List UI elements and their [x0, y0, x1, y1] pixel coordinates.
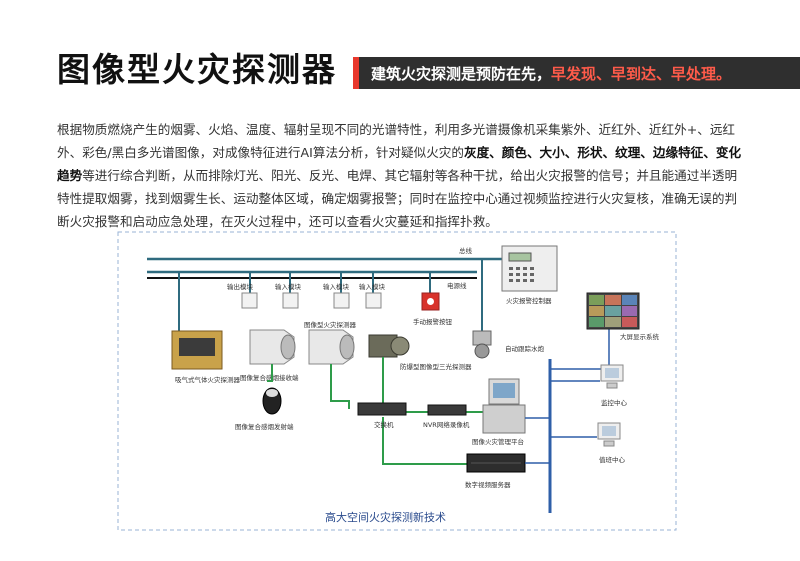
- image-fire-detector: 图像型火灾探测器: [304, 320, 357, 365]
- network-switch: 交换机: [357, 402, 407, 429]
- slogan-text: 建筑火灾探测是预防在先，早发现、早到达、早处理。: [371, 63, 731, 84]
- nvr-recorder: NVR网络录像机: [423, 404, 470, 429]
- big-screen-display: 大屏显示系统: [586, 292, 660, 341]
- net-detector: [330, 364, 350, 409]
- description-text-2: 等进行综合判断，从而排除灯光、阳光、反光、电焊、其它辐射等各种干扰，给出火灾报警…: [57, 168, 738, 229]
- monitor-center-label: 监控中心: [601, 398, 628, 407]
- bus-label: 总线: [459, 246, 473, 255]
- explosion-proof-detector: 防爆型图像型三光探测器: [368, 334, 472, 371]
- slogan-highlight: 早发现、早到达、早处理。: [551, 65, 732, 83]
- backbone-screen: [550, 329, 610, 370]
- image-smoke-transmitter: 图像复合感烟发射端: [235, 387, 294, 431]
- duty-center-label: 值班中心: [599, 455, 626, 464]
- aspirating-detector: 吸气式气体火灾探测器: [171, 330, 241, 384]
- description-paragraph: 根据物质燃烧产生的烟雾、火焰、温度、辐射呈现不同的光谱特性，利用多光谱摄像机采集…: [57, 118, 747, 233]
- input-module-2: 输入模块: [323, 282, 350, 309]
- input-module-3-label: 输入模块: [359, 282, 386, 291]
- auto-water-cannon: 自动跟踪水炮: [472, 330, 545, 359]
- description-text-1: 根据物质燃烧产生的烟雾、火焰、温度、辐射呈现不同的光谱特性，利用多光谱摄像机采集…: [57, 122, 736, 160]
- description-bold-features: 灰度、颜色、大小、形状、纹理、边缘特征、变化趋势: [57, 145, 742, 183]
- output-module-label: 输出模块: [227, 282, 254, 291]
- big-screen-label: 大屏显示系统: [620, 332, 660, 341]
- switch-label: 交换机: [374, 420, 394, 429]
- platform-label: 图像火灾管理平台: [472, 437, 524, 446]
- storage-server: 数字视频服务器: [465, 453, 526, 489]
- title-block: 图像型火灾探测器 建筑火灾探测是预防在先，早发现、早到达、早处理。: [0, 0, 800, 100]
- aspirating-detector-label: 吸气式气体火灾探测器: [175, 375, 241, 384]
- duty-center: 值班中心: [597, 422, 626, 464]
- diagram-frame: [117, 231, 677, 531]
- input-module-3: 输入模块: [359, 282, 386, 309]
- input-module-2-label: 输入模块: [323, 282, 350, 291]
- image-receiver-label: 图像复合感烟接收端: [240, 373, 299, 382]
- slogan-prefix: 建筑火灾探测是预防在先，: [371, 65, 552, 83]
- input-module-1: 输入模块: [275, 282, 302, 309]
- explosion-proof-label: 防爆型图像型三光探测器: [400, 362, 472, 371]
- system-diagram: 总线 电源线 输出模块 输入模块 输入模块 输入模块 手动报警按钮: [117, 231, 677, 531]
- power-line-label: 电源线: [447, 281, 467, 290]
- page-title: 图像型火灾探测器: [57, 50, 337, 89]
- water-cannon-label: 自动跟踪水炮: [505, 344, 545, 353]
- manual-alarm-button: 手动报警按钮: [413, 292, 453, 326]
- fire-controller-label: 火灾报警控制器: [506, 296, 552, 305]
- image-detector-receiver: 图像复合感烟接收端: [240, 329, 299, 382]
- management-platform: 图像火灾管理平台: [472, 378, 526, 446]
- image-fire-detector-label: 图像型火灾探测器: [304, 320, 357, 329]
- nvr-label: NVR网络录像机: [423, 420, 470, 429]
- server-label: 数字视频服务器: [465, 480, 511, 489]
- backbone-lines: [525, 329, 610, 513]
- output-module: 输出模块: [227, 282, 258, 309]
- slogan-banner: [353, 57, 800, 89]
- fire-alarm-controller: 火灾报警控制器: [501, 245, 558, 305]
- net-switch-server: [382, 417, 467, 465]
- diagram-caption: 高大空间火灾探测新技术: [325, 510, 446, 524]
- net-receiver: [267, 364, 273, 382]
- manual-alarm-label: 手动报警按钮: [413, 317, 453, 326]
- banner-accent: [353, 57, 359, 89]
- input-module-1-label: 输入模块: [275, 282, 302, 291]
- smoke-transmitter-label: 图像复合感烟发射端: [235, 422, 294, 431]
- monitor-center: 监控中心: [600, 364, 628, 407]
